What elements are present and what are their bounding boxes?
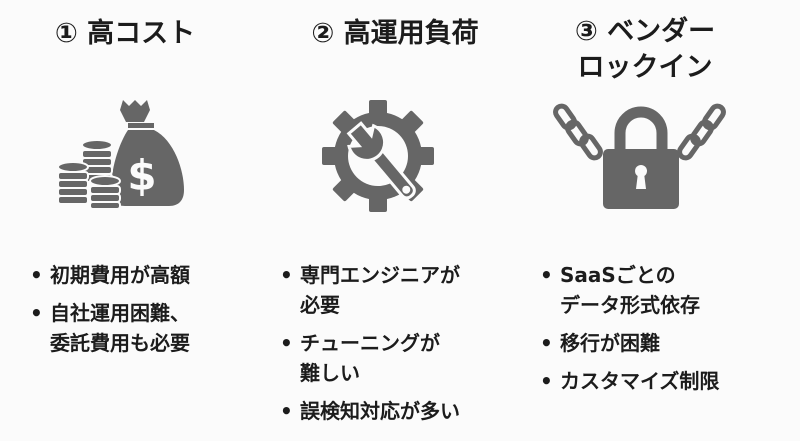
bullet-item: SaaSごとの データ形式依存	[540, 260, 719, 320]
padlock-chain-icon	[553, 103, 726, 209]
bullet-item: 専門エンジニアが 必要	[280, 260, 460, 320]
bullet-item: 初期費用が高額	[30, 260, 190, 290]
bullet-item: 誤検知対応が多い	[280, 396, 460, 426]
bullet-item: 移行が困難	[540, 328, 719, 358]
money-bag-coins-icon: $	[57, 100, 184, 210]
bullet-item: 自社運用困難、 委託費用も必要	[30, 298, 190, 358]
bullet-item: カスタマイズ制限	[540, 366, 719, 396]
column-3-title: ③ ベンダー ロックイン	[574, 16, 716, 83]
svg-text:$: $	[127, 151, 156, 200]
bullet-item: チューニングが 難しい	[280, 328, 460, 388]
column-1-title: ① 高コスト	[54, 18, 196, 49]
column-2-title: ② 高運用負荷	[311, 18, 479, 49]
column-3-bullets: SaaSごとの データ形式依存 移行が困難 カスタマイズ制限	[540, 260, 719, 404]
column-1-bullets: 初期費用が高額 自社運用困難、 委託費用も必要	[30, 260, 190, 366]
column-2-bullets: 専門エンジニアが 必要 チューニングが 難しい 誤検知対応が多い	[280, 260, 460, 434]
gear-wrench-icon	[322, 100, 434, 212]
